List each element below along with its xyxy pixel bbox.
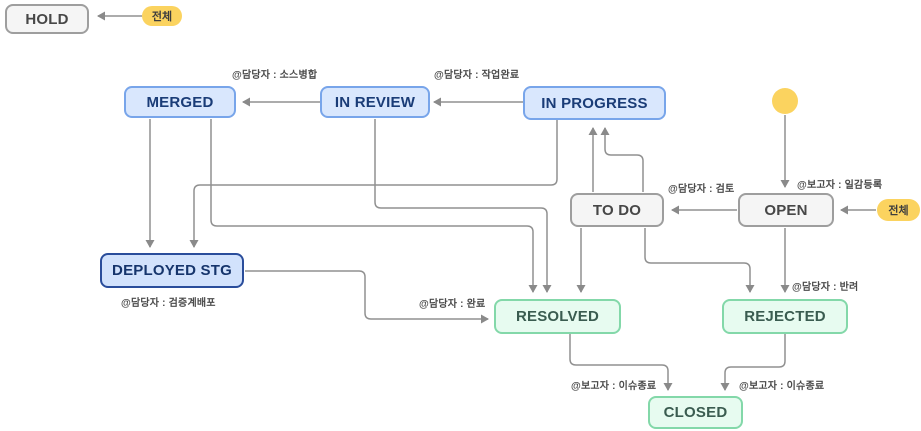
edge-todo-to-inprogress-2 — [600, 127, 644, 192]
edge-resolved-to-closed — [569, 334, 673, 391]
edge-label-reject: @담당자 : 반려 — [792, 282, 859, 293]
edge-label-complete: @담당자 : 완료 — [419, 299, 486, 310]
edge-merged-to-resolved — [210, 119, 538, 293]
edge-label-issue-register: @보고자 : 일감등록 — [797, 180, 883, 191]
state-node-in-review[interactable]: IN REVIEW — [320, 86, 430, 118]
state-node-in-progress[interactable]: IN PROGRESS — [523, 86, 666, 120]
state-node-merged[interactable]: MERGED — [124, 86, 236, 118]
state-node-to-do[interactable]: TO DO — [570, 193, 664, 227]
edge-inprogress-to-deployedstg — [189, 120, 558, 248]
start-circle-node[interactable] — [772, 88, 798, 114]
edge-label-issue-close-right: @보고자 : 이슈종료 — [739, 381, 825, 392]
state-node-rejected[interactable]: REJECTED — [722, 299, 848, 334]
edge-todo-to-rejected — [644, 228, 755, 293]
state-node-closed[interactable]: CLOSED — [648, 396, 743, 429]
edge-label-work-done: @담당자 : 작업완료 — [434, 70, 520, 81]
all-transition-badge-open[interactable]: 전체 — [877, 199, 920, 221]
edge-label-source-merge: @담당자 : 소스병합 — [232, 70, 318, 81]
all-transition-badge-hold[interactable]: 전체 — [142, 6, 182, 26]
edge-label-staging-deploy: @담당자 : 검증계배포 — [121, 298, 216, 309]
edge-label-review: @담당자 : 검토 — [668, 184, 735, 195]
state-node-deployed-stg[interactable]: DEPLOYED STG — [100, 253, 244, 288]
edge-inreview-to-resolved — [374, 119, 552, 293]
edge-deployedstg-to-resolved — [245, 270, 489, 324]
edge-rejected-to-closed — [720, 334, 786, 391]
edge-label-issue-close-left: @보고자 : 이슈종료 — [571, 381, 657, 392]
state-node-open[interactable]: OPEN — [738, 193, 834, 227]
state-node-resolved[interactable]: RESOLVED — [494, 299, 621, 334]
state-node-hold[interactable]: HOLD — [5, 4, 89, 34]
